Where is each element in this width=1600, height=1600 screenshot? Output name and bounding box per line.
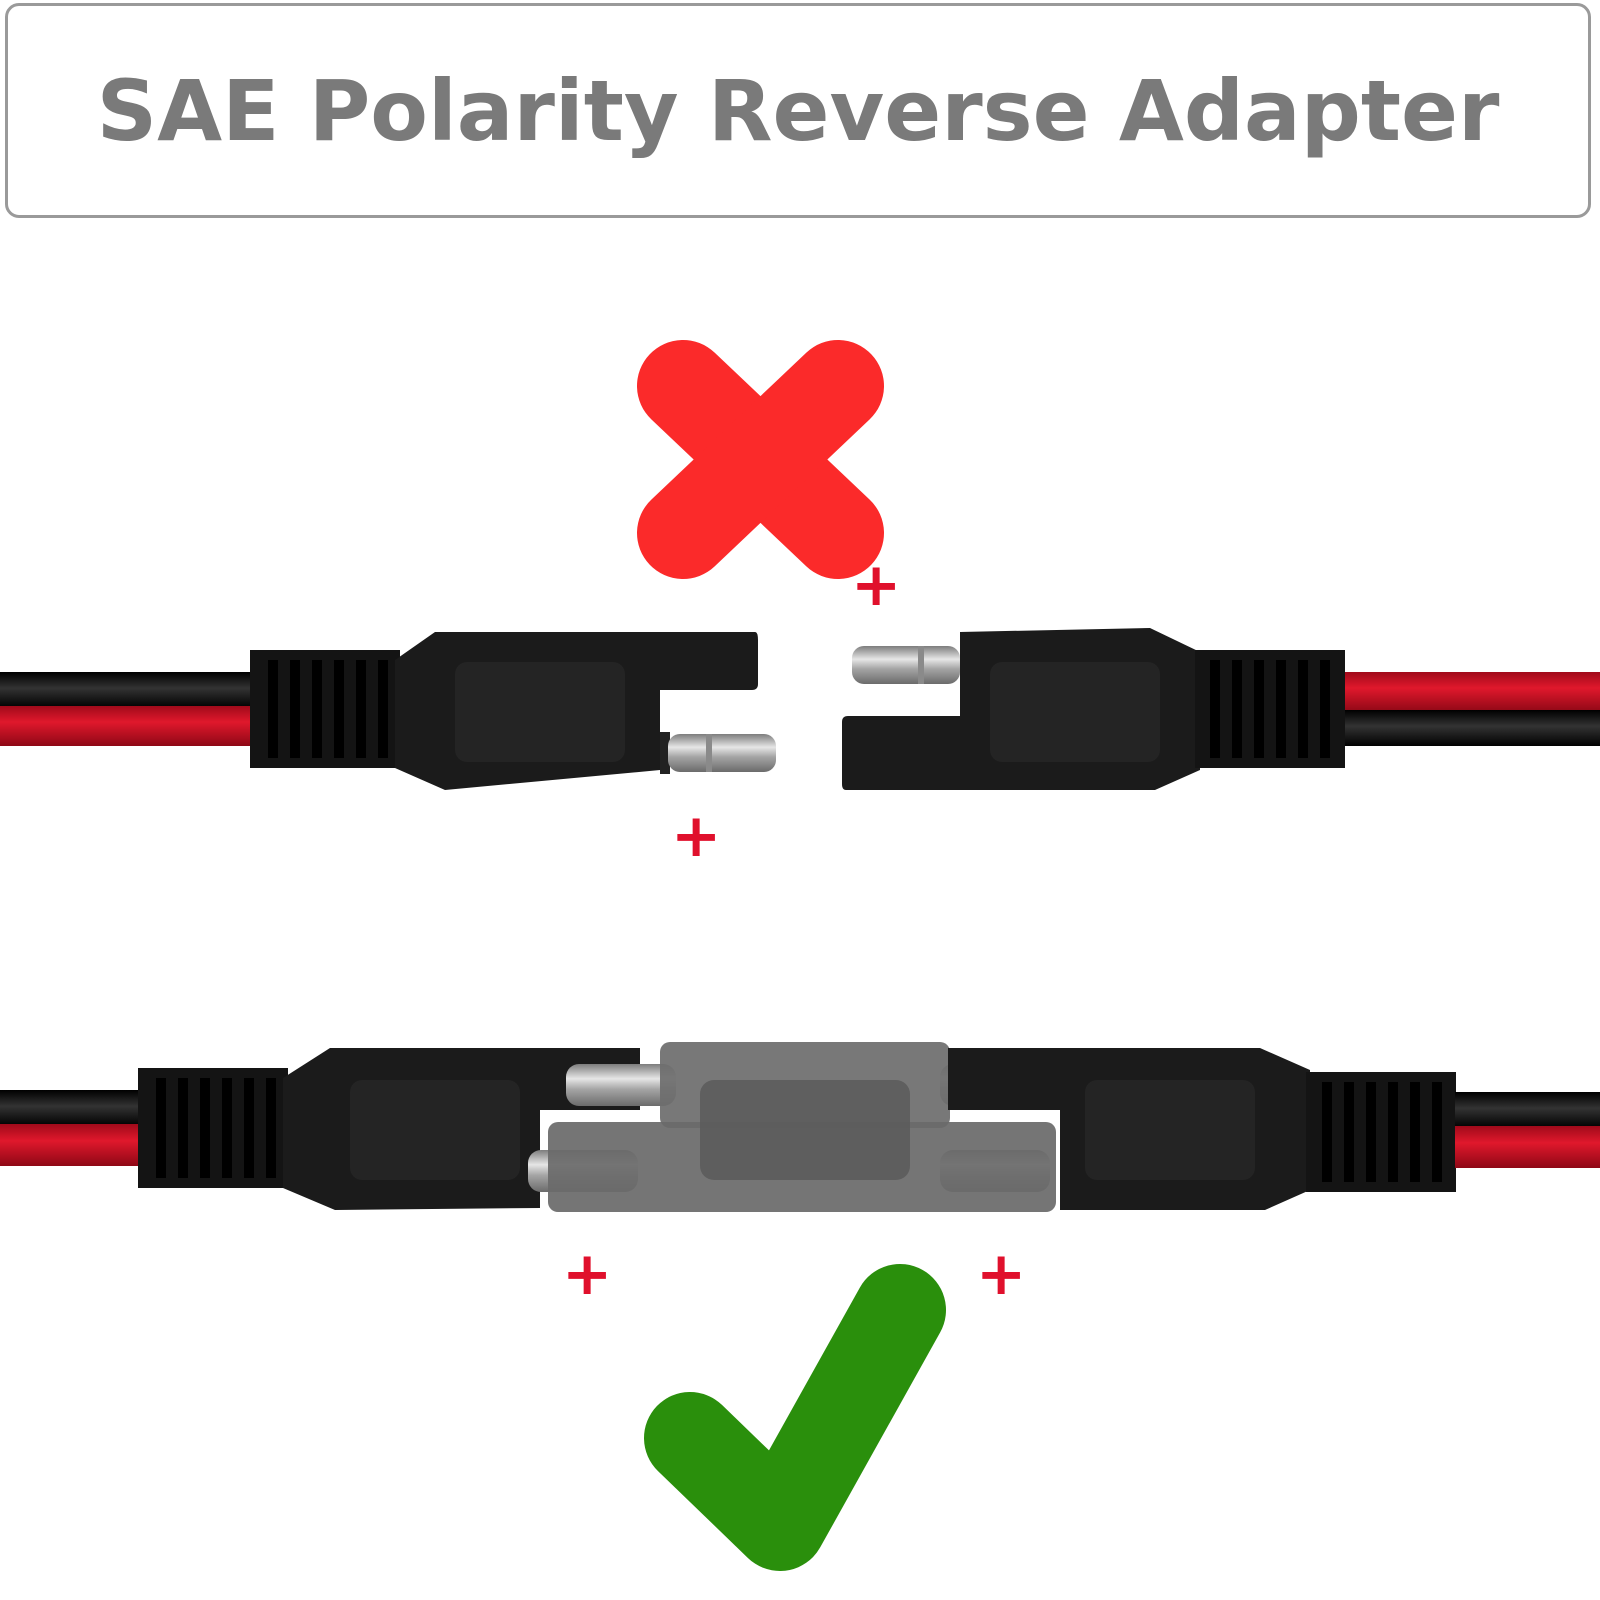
cross-icon (637, 340, 884, 579)
title-box: SAE Polarity Reverse Adapter (5, 3, 1591, 218)
plus-label-top-left: + (671, 801, 722, 871)
right-cable-bottom (1455, 1092, 1600, 1168)
left-pin-top (668, 734, 776, 772)
right-plug-top (842, 628, 1345, 790)
checkmark-icon (644, 1264, 946, 1571)
right-cable-top (1345, 672, 1600, 746)
left-cable-bottom (0, 1090, 140, 1166)
page-title: SAE Polarity Reverse Adapter (96, 61, 1500, 160)
right-pin-top (852, 646, 960, 684)
right-plug-bottom (948, 1048, 1456, 1210)
plus-label-top-right: + (851, 550, 902, 620)
wrong-connection-group (0, 628, 1600, 790)
correct-connection-group (0, 1042, 1600, 1212)
adapter-body (548, 1042, 1056, 1212)
left-plug-bottom (138, 1048, 640, 1210)
plus-label-bottom-left: + (562, 1239, 613, 1309)
left-plug-top (250, 632, 758, 790)
left-cable-top (0, 672, 255, 746)
plus-label-bottom-right: + (976, 1239, 1027, 1309)
